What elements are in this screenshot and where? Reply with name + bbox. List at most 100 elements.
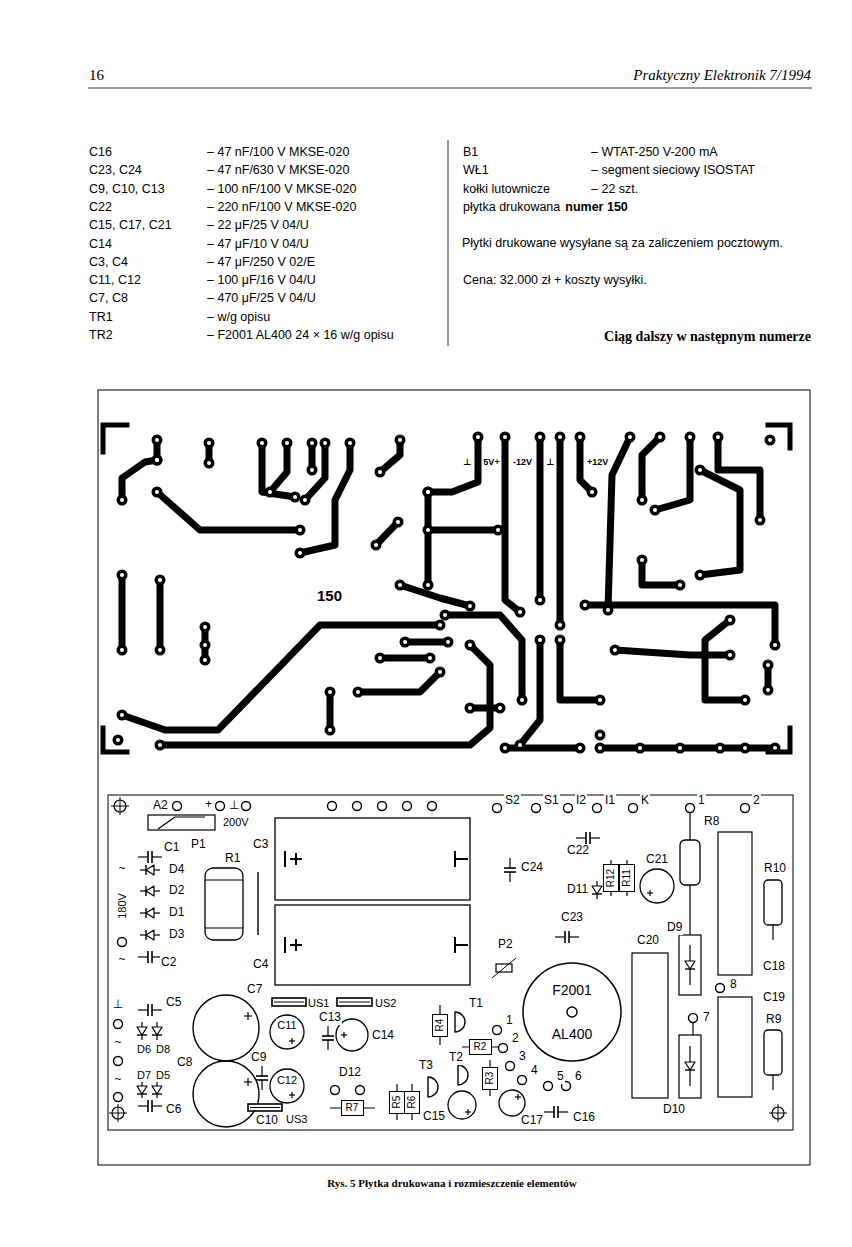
capacitor-symbol bbox=[504, 867, 516, 869]
pcb-drill-hole bbox=[348, 441, 352, 445]
pcb-drill-hole bbox=[398, 438, 402, 442]
capacitor-symbol bbox=[152, 1105, 162, 1106]
part-label: C1 bbox=[163, 841, 180, 855]
pcb-drill-hole bbox=[116, 738, 120, 742]
diode-symbol bbox=[685, 1069, 695, 1070]
pcb-drill-hole bbox=[628, 435, 632, 439]
pcb-drill-hole bbox=[438, 623, 442, 627]
pcb-pad bbox=[117, 645, 128, 656]
pcb-pad bbox=[155, 575, 166, 586]
part-label: T2 bbox=[448, 1051, 464, 1065]
pcb-drill-hole bbox=[158, 578, 162, 582]
pcb-drill-hole bbox=[558, 435, 562, 439]
pcb-drill-hole bbox=[518, 743, 522, 747]
part-label: 6 bbox=[574, 1070, 583, 1084]
polarity-mark bbox=[517, 1094, 518, 1100]
resistor-label: R2 bbox=[474, 1042, 487, 1052]
solder-pad bbox=[356, 1086, 365, 1095]
pcb-drill-hole bbox=[285, 441, 289, 445]
pcb-pad bbox=[425, 653, 436, 664]
transformer-core: F2001AL400 bbox=[522, 962, 622, 1062]
capacitor-symbol bbox=[261, 1066, 262, 1076]
parts-list-text: WŁ1 bbox=[462, 163, 490, 177]
wire bbox=[772, 1075, 773, 1090]
capacitor-symbol bbox=[138, 856, 148, 857]
part-label: R10 bbox=[763, 862, 787, 876]
pcb-pad bbox=[715, 743, 726, 754]
part-label: C21 bbox=[645, 853, 669, 867]
pcb-drill-hole bbox=[155, 438, 159, 442]
pcb-pad bbox=[637, 555, 648, 566]
pcb-pad bbox=[393, 517, 404, 528]
resistor-body: R4 bbox=[432, 1014, 448, 1037]
layout-frame bbox=[108, 795, 793, 1130]
capacitor-symbol bbox=[576, 837, 586, 838]
copper-trace bbox=[300, 443, 350, 553]
part-label: D10 bbox=[662, 1103, 686, 1117]
diode-symbol bbox=[146, 930, 154, 940]
polarity-mark bbox=[467, 1109, 468, 1115]
pcb-drill-hole bbox=[758, 518, 762, 522]
part-label: + bbox=[204, 798, 213, 812]
copper-trace bbox=[557, 437, 564, 625]
pcb-drill-hole bbox=[120, 498, 124, 502]
resistor-body bbox=[764, 880, 782, 925]
pcb-net-label: 5V+ bbox=[482, 457, 500, 467]
copper-trace bbox=[428, 437, 478, 492]
parts-list-text: – 47 μF/10 V 04/U bbox=[206, 236, 310, 250]
transistor-symbol bbox=[428, 1077, 438, 1097]
wire bbox=[689, 885, 690, 935]
part-label: C20 bbox=[636, 934, 660, 948]
resistor-body: R3 bbox=[482, 1067, 498, 1090]
board-number: 150 bbox=[316, 587, 343, 604]
capacitor-symbol bbox=[557, 1106, 559, 1118]
part-label: C5 bbox=[165, 996, 182, 1010]
part-label: D9 bbox=[666, 921, 683, 935]
parts-list-text: – segment sieciowy ISOSTAT bbox=[590, 163, 756, 177]
pcb-pad bbox=[695, 570, 706, 581]
wire bbox=[689, 813, 690, 840]
diode-symbol bbox=[145, 865, 146, 875]
pcb-drill-hole bbox=[678, 583, 682, 587]
pcb-pad bbox=[603, 605, 614, 616]
mounting-hole bbox=[778, 1104, 779, 1122]
part-label: C7 bbox=[246, 983, 263, 997]
pcb-pad bbox=[152, 487, 163, 498]
copper-trace bbox=[642, 560, 680, 585]
part-label: C6 bbox=[165, 1103, 182, 1117]
part-label: T3 bbox=[418, 1059, 434, 1073]
pcb-drill-hole bbox=[298, 528, 302, 532]
wire bbox=[692, 1022, 693, 1035]
copper-trace bbox=[270, 443, 287, 492]
resistor-body: R6 bbox=[404, 1091, 420, 1114]
pcb-drill-hole bbox=[590, 490, 594, 494]
pcb-drill-hole bbox=[268, 490, 272, 494]
parts-list-text: C15, C17, C21 bbox=[88, 218, 173, 232]
part-label: 5 bbox=[556, 1070, 565, 1084]
parts-list-text: – w/g opisu bbox=[206, 310, 271, 324]
pcb-drill-hole bbox=[203, 658, 207, 662]
solder-pad bbox=[353, 802, 362, 811]
capacitor-symbol bbox=[590, 837, 600, 838]
pcb-pad bbox=[675, 743, 686, 754]
pcb-drill-hole bbox=[716, 435, 720, 439]
part-label: D3 bbox=[168, 928, 185, 942]
part-label: C12 bbox=[276, 1074, 298, 1087]
solder-pad bbox=[716, 984, 725, 993]
pcb-drill-hole bbox=[498, 706, 502, 710]
pcb-drill-hole bbox=[426, 490, 430, 494]
pcb-pad bbox=[595, 730, 606, 741]
part-label: K bbox=[640, 794, 650, 808]
part-label: US1 bbox=[307, 997, 330, 1010]
pcb-drill-hole bbox=[640, 558, 644, 562]
part-label: C18 bbox=[762, 960, 786, 974]
part-label: C17 bbox=[520, 1114, 544, 1128]
solder-pad bbox=[741, 804, 750, 813]
pcb-pad bbox=[257, 438, 268, 449]
corner-mark bbox=[103, 728, 127, 752]
parts-list-text: – 100 μF/16 V 04/U bbox=[206, 273, 317, 287]
capacitor-body bbox=[193, 1061, 259, 1127]
parts-list-text: B1 bbox=[462, 145, 479, 159]
resistor-label: R5 bbox=[392, 1096, 402, 1109]
solder-pad bbox=[518, 1076, 527, 1085]
